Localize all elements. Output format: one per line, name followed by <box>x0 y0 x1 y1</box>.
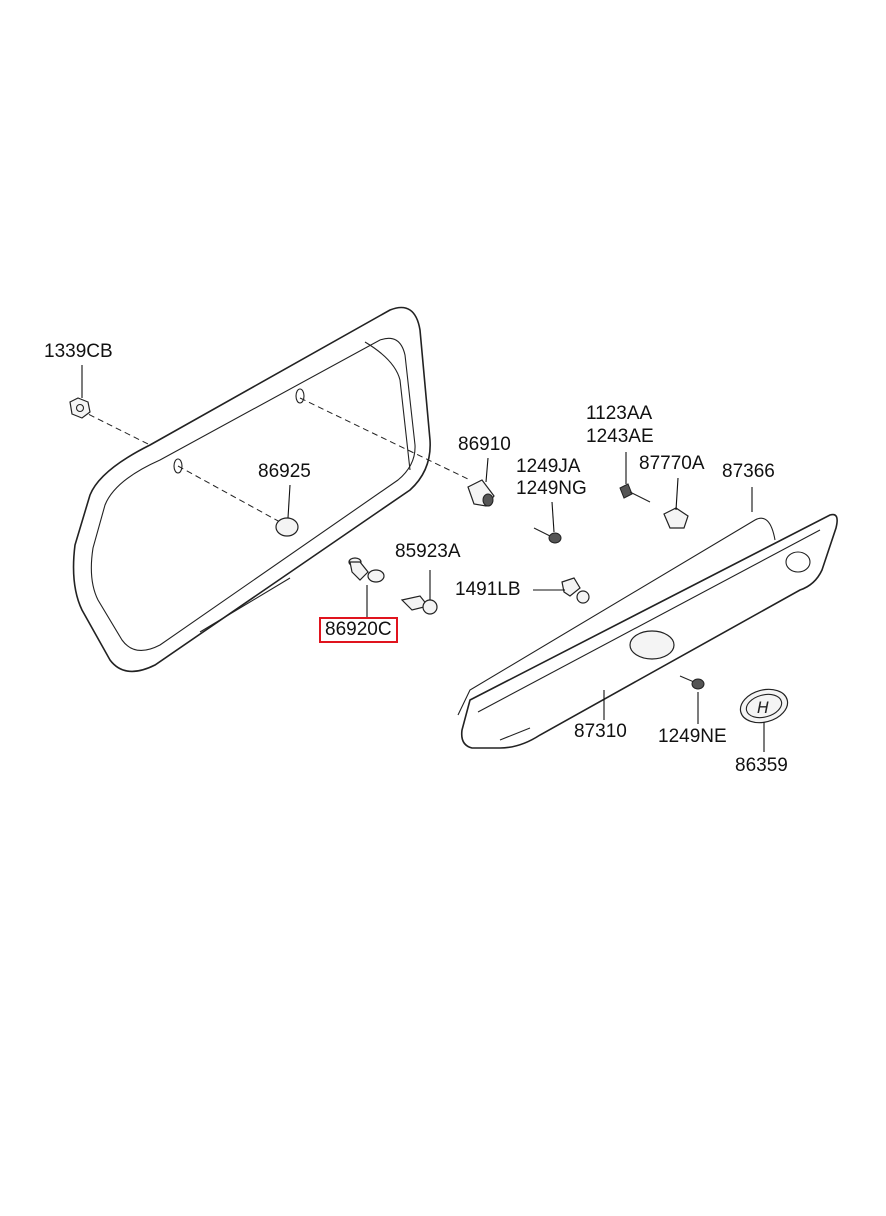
part-85923A-fastener <box>400 570 438 615</box>
label-86910[interactable]: 86910 <box>458 434 511 455</box>
label-87310[interactable]: 87310 <box>574 721 627 742</box>
label-1249JA[interactable]: 1249JA <box>516 456 581 477</box>
part-1249NE-screw <box>679 675 705 724</box>
part-1123AA-screw <box>619 452 651 503</box>
label-1249NG[interactable]: 1249NG <box>516 478 587 499</box>
label-1339CB[interactable]: 1339CB <box>44 341 113 362</box>
part-86910-grommet <box>467 457 495 507</box>
label-86359[interactable]: 86359 <box>735 755 788 776</box>
part-86359-emblem: H <box>739 688 789 752</box>
tailgate-panel <box>72 306 471 673</box>
label-85923A[interactable]: 85923A <box>395 541 461 562</box>
part-86925-plug <box>275 484 299 537</box>
label-86920C-highlighted[interactable]: 86920C <box>319 617 398 643</box>
label-1491LB[interactable]: 1491LB <box>455 579 521 600</box>
part-87770A-clip <box>663 477 689 529</box>
label-86925[interactable]: 86925 <box>258 461 311 482</box>
part-1249JA-screw <box>533 501 562 544</box>
part-86920C-clip <box>348 557 385 618</box>
label-1123AA[interactable]: 1123AA <box>586 403 653 424</box>
label-1243AE[interactable]: 1243AE <box>586 426 654 447</box>
label-87366[interactable]: 87366 <box>722 461 775 482</box>
label-87770A[interactable]: 87770A <box>639 453 705 474</box>
part-1491LB-clip <box>533 577 590 604</box>
label-1249NE[interactable]: 1249NE <box>658 726 727 747</box>
part-1339CB-nut <box>69 365 91 419</box>
part-87310-garnish <box>457 487 838 749</box>
svg-text:H: H <box>757 698 769 717</box>
